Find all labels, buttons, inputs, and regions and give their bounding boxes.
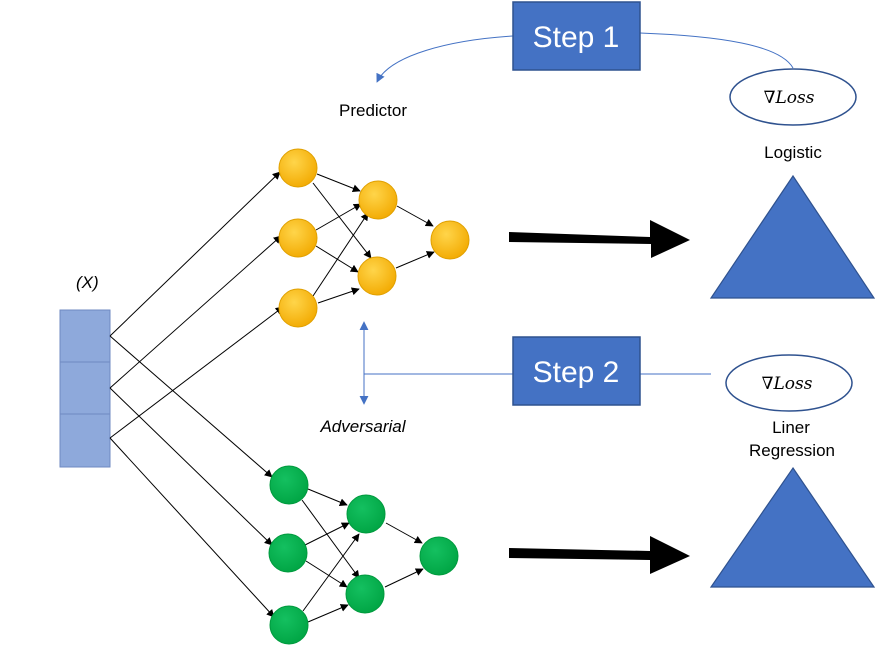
regression-triangle bbox=[709, 466, 876, 588]
edge bbox=[396, 205, 434, 227]
predictor-output-node bbox=[430, 220, 470, 260]
input-cell bbox=[59, 309, 111, 363]
edge bbox=[312, 212, 369, 297]
edge bbox=[109, 387, 273, 546]
edge bbox=[109, 306, 284, 439]
step2-loss-ellipse: ∇Loss bbox=[725, 354, 853, 412]
input-to-adversary-edges bbox=[109, 335, 275, 618]
adversarial-label: Adversarial bbox=[319, 417, 406, 436]
input-label: (X) bbox=[76, 273, 99, 292]
predictor-node bbox=[278, 218, 318, 258]
edge bbox=[395, 251, 435, 269]
adversary-node bbox=[269, 465, 309, 505]
edge bbox=[109, 235, 282, 389]
step1-loss-ellipse: ∇Loss bbox=[729, 68, 857, 126]
predictor-node bbox=[278, 288, 318, 328]
step2-loss-text: ∇Loss bbox=[762, 374, 813, 394]
adversary-output-arrow bbox=[509, 536, 690, 574]
edge bbox=[304, 522, 350, 546]
input-vector bbox=[59, 309, 111, 468]
logistic-label: Logistic bbox=[764, 143, 822, 162]
predictor-network bbox=[278, 148, 470, 328]
adversary-node bbox=[269, 605, 309, 645]
edge bbox=[109, 335, 273, 478]
edge bbox=[307, 604, 349, 623]
adversary-output-node bbox=[419, 536, 459, 576]
input-cell bbox=[59, 413, 111, 468]
adversary-node bbox=[268, 533, 308, 573]
edge bbox=[384, 568, 424, 588]
edge bbox=[312, 182, 372, 259]
logistic-triangle bbox=[709, 174, 876, 299]
adversary-network bbox=[268, 465, 459, 645]
predictor-node bbox=[278, 148, 318, 188]
edge bbox=[307, 488, 348, 506]
edge bbox=[109, 437, 275, 618]
step2-label: Step 2 bbox=[533, 356, 620, 389]
predictor-output-arrow bbox=[509, 220, 690, 258]
edge bbox=[316, 173, 361, 193]
adversary-edges bbox=[301, 488, 424, 623]
step1-arrow bbox=[376, 35, 514, 83]
edge bbox=[317, 287, 360, 304]
adversary-node bbox=[346, 494, 386, 534]
input-cell bbox=[59, 361, 111, 415]
edge bbox=[109, 171, 281, 337]
step1-loss-text: ∇Loss bbox=[764, 88, 815, 108]
regression-label-line1: Liner bbox=[772, 418, 810, 437]
edge bbox=[385, 522, 423, 544]
predictor-edges bbox=[312, 173, 435, 304]
edge bbox=[301, 499, 360, 579]
edge bbox=[315, 203, 362, 231]
edge bbox=[302, 533, 360, 612]
step1-label: Step 1 bbox=[533, 21, 620, 54]
step2-box: Step 2 bbox=[512, 336, 641, 406]
adversary-node bbox=[345, 574, 385, 614]
regression-label-line2: Regression bbox=[749, 441, 835, 460]
predictor-node bbox=[357, 256, 397, 296]
predictor-label: Predictor bbox=[339, 101, 407, 120]
edge bbox=[305, 560, 348, 588]
step1-connector bbox=[639, 32, 794, 69]
step1-box: Step 1 bbox=[512, 1, 641, 71]
predictor-node bbox=[358, 180, 398, 220]
input-to-predictor-edges bbox=[109, 171, 284, 439]
